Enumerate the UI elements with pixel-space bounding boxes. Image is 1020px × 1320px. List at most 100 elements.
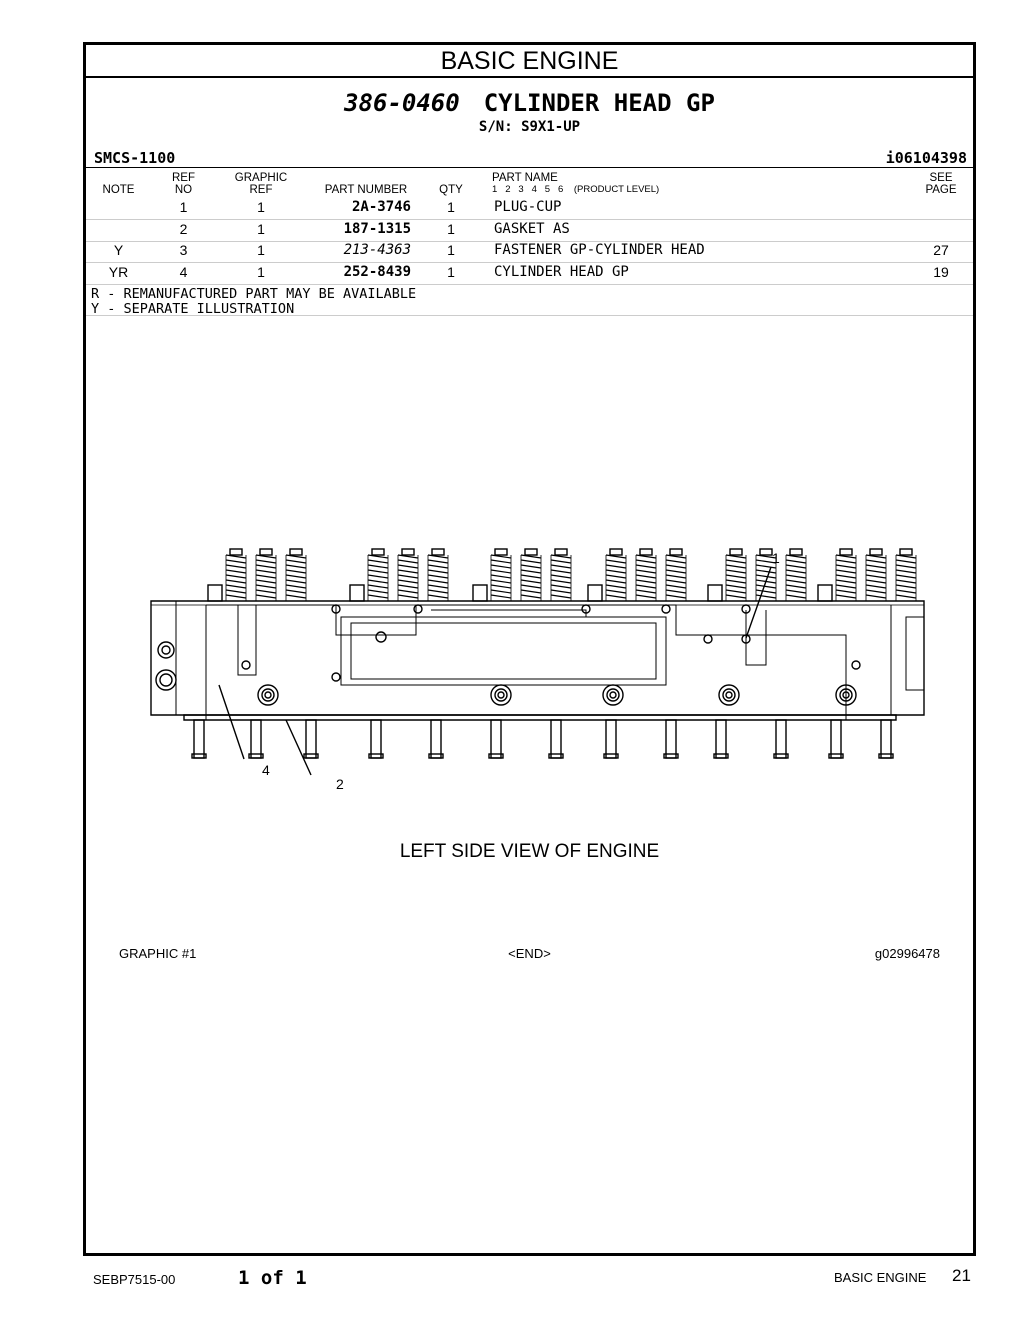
stud [665, 719, 677, 759]
row4-note: YR [108, 264, 129, 280]
head-bolt [842, 691, 850, 699]
head-bolt [606, 688, 620, 702]
header-ref-bottom: NO [174, 184, 193, 196]
row2-part-number[interactable]: 187-1315 [343, 221, 411, 237]
header-part-name: PART NAME [492, 172, 558, 184]
stud [430, 719, 442, 759]
stud [550, 719, 562, 759]
stud [370, 719, 382, 759]
spring-outline [635, 555, 657, 601]
rocker-nut [707, 584, 723, 602]
valve-cap [729, 548, 743, 556]
valve-spring [255, 554, 277, 599]
stud-end [191, 753, 207, 759]
valve-cap [259, 548, 273, 556]
valve-spring [427, 554, 449, 599]
row4-qty: 1 [447, 264, 455, 280]
stud [193, 719, 205, 759]
section-title: BASIC ENGINE [86, 45, 973, 78]
stud-end [828, 753, 844, 759]
row3-graphic: 1 [257, 242, 265, 258]
valve-cap [431, 548, 445, 556]
header-product-levels: 1 2 3 4 5 6 (PRODUCT LEVEL) [492, 184, 660, 195]
stud [605, 719, 617, 759]
head-bolt [494, 688, 508, 702]
rocker-nut [472, 584, 488, 602]
valve-cap [554, 548, 568, 556]
graphic-label: GRAPHIC #1 [119, 946, 197, 961]
valve-spring [895, 554, 917, 599]
spring-outline [490, 555, 512, 601]
valve-cap [609, 548, 623, 556]
spring-outline [725, 555, 747, 601]
valve-cap [869, 548, 883, 556]
head-bolt [257, 684, 279, 706]
leader-1 [745, 566, 772, 639]
row4-part-number[interactable]: 252-8439 [343, 264, 411, 280]
head-bolt [835, 684, 857, 706]
head-bolt [261, 688, 275, 702]
serial-range: S/N: S9X1-UP [478, 119, 581, 135]
spring-outline [865, 555, 887, 601]
valve-cap [669, 548, 683, 556]
row3-part-number[interactable]: 213-4363 [343, 242, 411, 258]
head-bolt [264, 691, 272, 699]
row4-name: CYLINDER HEAD GP [494, 264, 629, 280]
header-qty: QTY [439, 184, 463, 196]
row-separator [86, 241, 973, 242]
lower-studs [191, 719, 894, 759]
row3-ref: 3 [179, 242, 188, 258]
callout-4: 4 [262, 762, 270, 778]
spring-outline [427, 555, 449, 601]
spring-outline [785, 555, 807, 601]
spring-outline [520, 555, 542, 601]
row4-page[interactable]: 19 [933, 264, 949, 280]
footer-page-of: 1 of 1 [238, 1267, 307, 1289]
note-separate-illustration: Y - SEPARATE ILLUSTRATION [91, 301, 295, 317]
head-bolt [725, 691, 733, 699]
stud [880, 719, 892, 759]
rocker-nut [587, 584, 603, 602]
row1-part-number[interactable]: 2A-3746 [351, 199, 411, 215]
leader-2 [285, 719, 312, 776]
smcs-code: SMCS-1100 [94, 149, 176, 167]
header-see-bottom: PAGE [925, 184, 957, 196]
valve-spring [605, 554, 627, 599]
spring-outline [665, 555, 687, 601]
row3-page[interactable]: 27 [933, 242, 949, 258]
graphic-id: g02996478 [874, 946, 940, 961]
footer-doc-number: SEBP7515-00 [93, 1272, 176, 1287]
stud-end [303, 753, 319, 759]
plug-cup-1 [741, 634, 751, 644]
valve-spring [490, 554, 512, 599]
valve-spring [550, 554, 572, 599]
stud [715, 719, 727, 759]
valve-cap [839, 548, 853, 556]
footer-section: BASIC ENGINE [834, 1270, 927, 1285]
callout-1: 1 [772, 550, 780, 566]
notes-bottom-rule [86, 315, 973, 316]
valve-spring [785, 554, 807, 599]
stud-end [368, 753, 384, 759]
valve-spring [285, 554, 307, 599]
spring-outline [285, 555, 307, 601]
port-circle [157, 641, 175, 659]
row3-name: FASTENER GP-CYLINDER HEAD [494, 242, 705, 258]
illustration-id: i06104398 [885, 149, 967, 167]
header-graphic-bottom: REF [249, 184, 273, 196]
stud [305, 719, 317, 759]
valve-spring [665, 554, 687, 599]
group-part-number: 386-0460 [344, 89, 460, 117]
header-ref-top: REF [172, 172, 195, 184]
stud-end [663, 753, 679, 759]
stud [490, 719, 502, 759]
valve-cap [524, 548, 538, 556]
stud-end [248, 753, 264, 759]
valve-spring [635, 554, 657, 599]
valve-cap [371, 548, 385, 556]
row-separator [86, 284, 973, 285]
spring-outline [225, 555, 247, 601]
stud-end [548, 753, 564, 759]
